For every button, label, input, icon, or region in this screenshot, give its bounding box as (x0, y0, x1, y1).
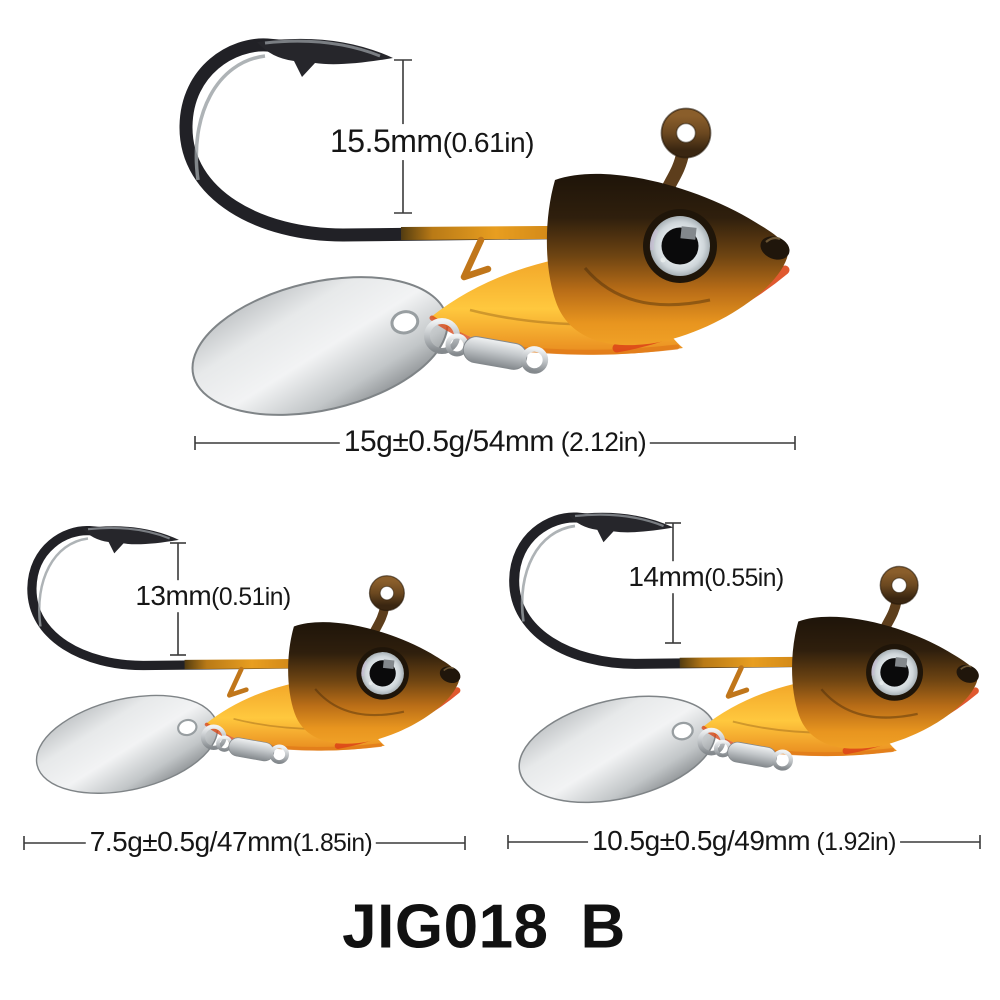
weight-length-label-bottom-left: 7.5g±0.5g/47mm(1.85in) (85, 826, 377, 858)
hook-gap-label-bottom-right: 14mm(0.55in) (624, 561, 788, 593)
hook-gap-label-bottom-left: 13mm(0.51in) (131, 580, 295, 612)
hook-gap-label-top: 15.5mm(0.61in) (325, 123, 539, 160)
weight-length-label-bottom-right: 10.5g±0.5g/49mm (1.92in) (588, 825, 900, 857)
jig-lure-medium (509, 513, 982, 820)
weight-length-label-top: 15g±0.5g/54mm (2.12in) (339, 425, 651, 459)
jig-lure-small (27, 526, 463, 809)
jig-lure-large (179, 39, 793, 438)
